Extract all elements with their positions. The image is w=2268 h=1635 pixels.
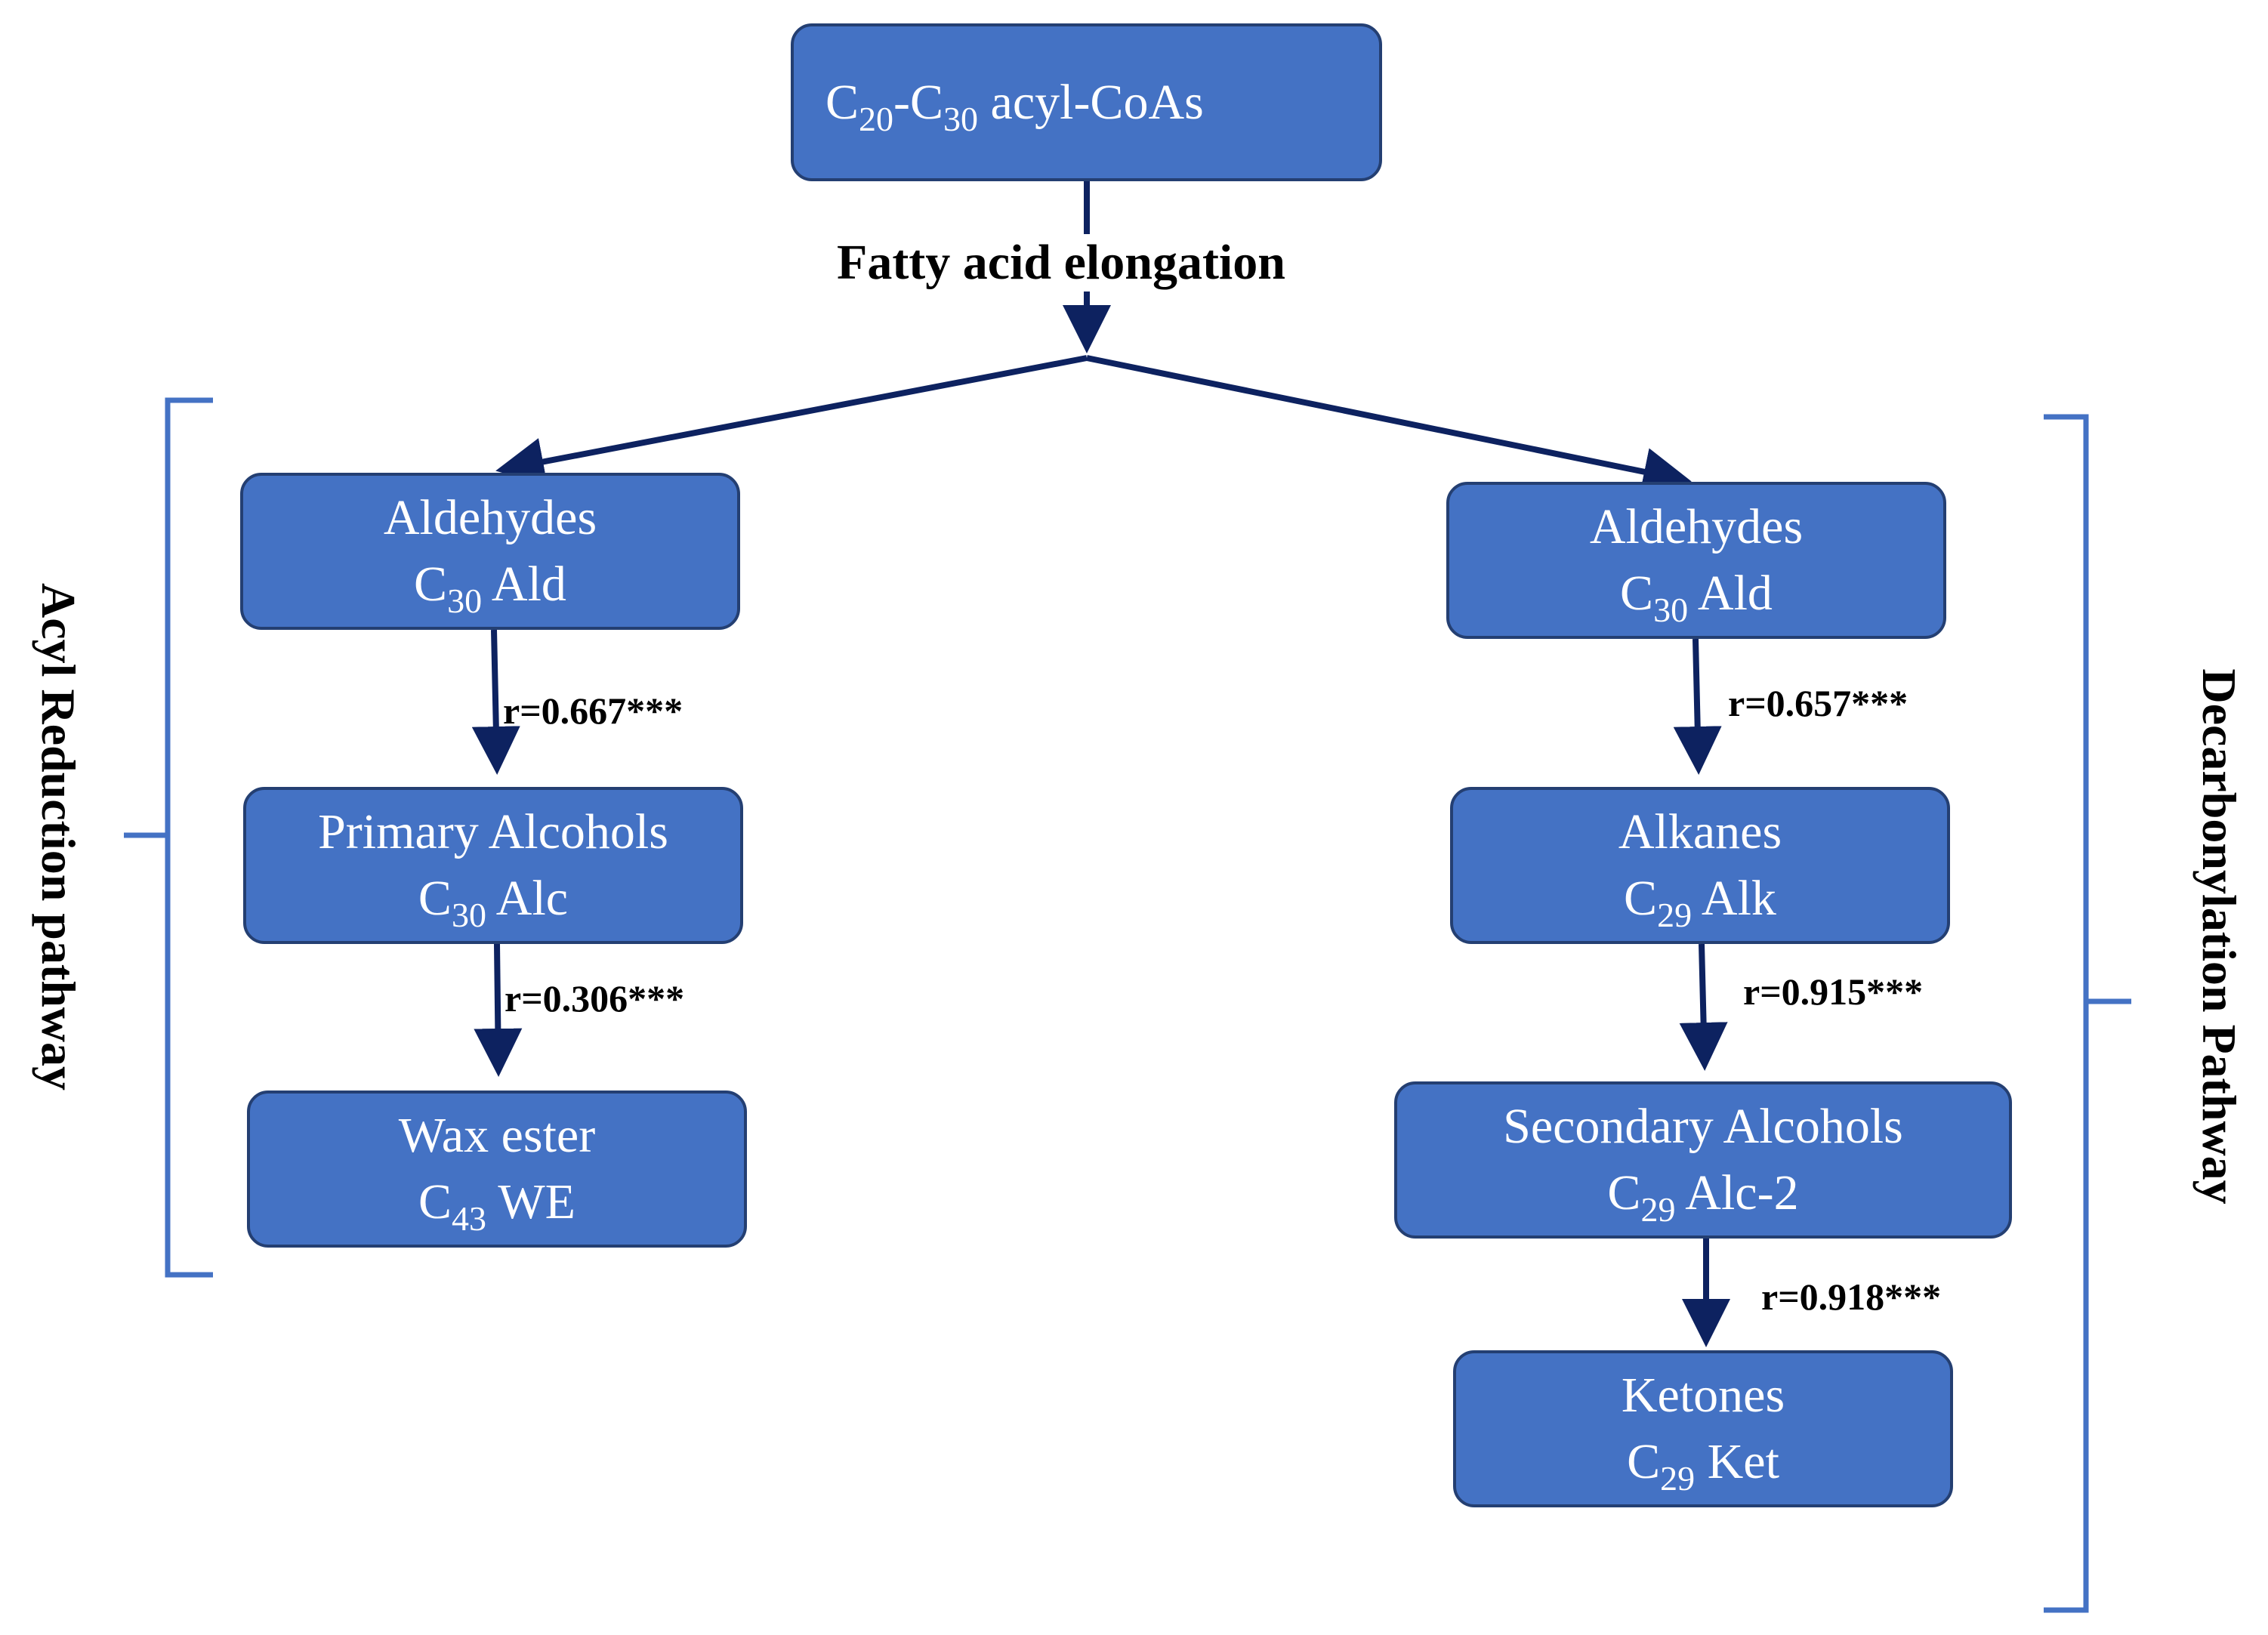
left-aldehydes-node: Aldehydes C30 Ald xyxy=(240,473,740,630)
arrow-split-to-right-aldehydes xyxy=(1086,355,1692,496)
left-aldehydes-formula: C30 Ald xyxy=(414,557,566,620)
right-aldehydes-node: Aldehydes C30 Ald xyxy=(1446,482,1946,639)
right-correlation-1: r=0.657*** xyxy=(1728,682,1909,724)
right-aldehydes-formula: C30 Ald xyxy=(1620,566,1773,629)
right-correlation-2: r=0.915*** xyxy=(1743,970,1924,1013)
root-label: C20-C30 acyl-CoAs xyxy=(825,74,1204,138)
right-aldehydes-name: Aldehydes xyxy=(1589,499,1804,554)
right-alkanes-formula: C29 Alk xyxy=(1624,871,1776,934)
right-secondary-alcohols-node: Secondary Alcohols C29 Alc-2 xyxy=(1394,1081,2012,1239)
arrow-left-alcohols-to-wax xyxy=(474,943,523,1077)
left-primary-alcohols-node: Primary Alcohols C30 Alc xyxy=(243,787,743,944)
root-acyl-coas-node: C20-C30 acyl-CoAs xyxy=(791,23,1382,181)
right-ketones-formula: C29 Ket xyxy=(1627,1434,1779,1498)
decarbonylation-pathway-label: Decarbonylation Pathway xyxy=(2192,668,2246,1205)
acyl-reduction-pathway-label: Acyl Reduction pathway xyxy=(32,582,85,1091)
right-ketones-name: Ketones xyxy=(1621,1368,1785,1423)
left-aldehydes-name: Aldehydes xyxy=(383,490,597,545)
left-wax-ester-name: Wax ester xyxy=(398,1108,596,1163)
right-alkanes-name: Alkanes xyxy=(1618,804,1782,859)
right-secondary-alcohols-name: Secondary Alcohols xyxy=(1503,1099,1903,1154)
left-correlation-1: r=0.667*** xyxy=(503,689,683,732)
arrow-split-to-left-aldehydes xyxy=(495,355,1088,486)
right-correlation-3: r=0.918*** xyxy=(1761,1276,1942,1318)
right-alkanes-node: Alkanes C29 Alk xyxy=(1450,787,1950,944)
left-primary-alcohols-formula: C30 Alc xyxy=(418,871,569,934)
left-wax-ester-node: Wax ester C43 WE xyxy=(247,1091,747,1248)
arrow-left-aldehydes-to-alcohols xyxy=(471,629,520,775)
arrow-right-alkanes-to-secondary xyxy=(1679,943,1728,1071)
right-pathway-bracket xyxy=(2044,414,2131,1613)
left-correlation-2: r=0.306*** xyxy=(505,977,685,1020)
fatty-acid-elongation-label: Fatty acid elongation xyxy=(834,234,1288,292)
right-secondary-alcohols-formula: C29 Alc-2 xyxy=(1607,1165,1799,1229)
left-primary-alcohols-name: Primary Alcohols xyxy=(318,804,668,859)
left-wax-ester-formula: C43 WE xyxy=(418,1174,575,1238)
arrow-right-aldehydes-to-alkanes xyxy=(1673,638,1722,775)
left-pathway-bracket xyxy=(124,397,213,1278)
right-ketones-node: Ketones C29 Ket xyxy=(1453,1350,1953,1507)
